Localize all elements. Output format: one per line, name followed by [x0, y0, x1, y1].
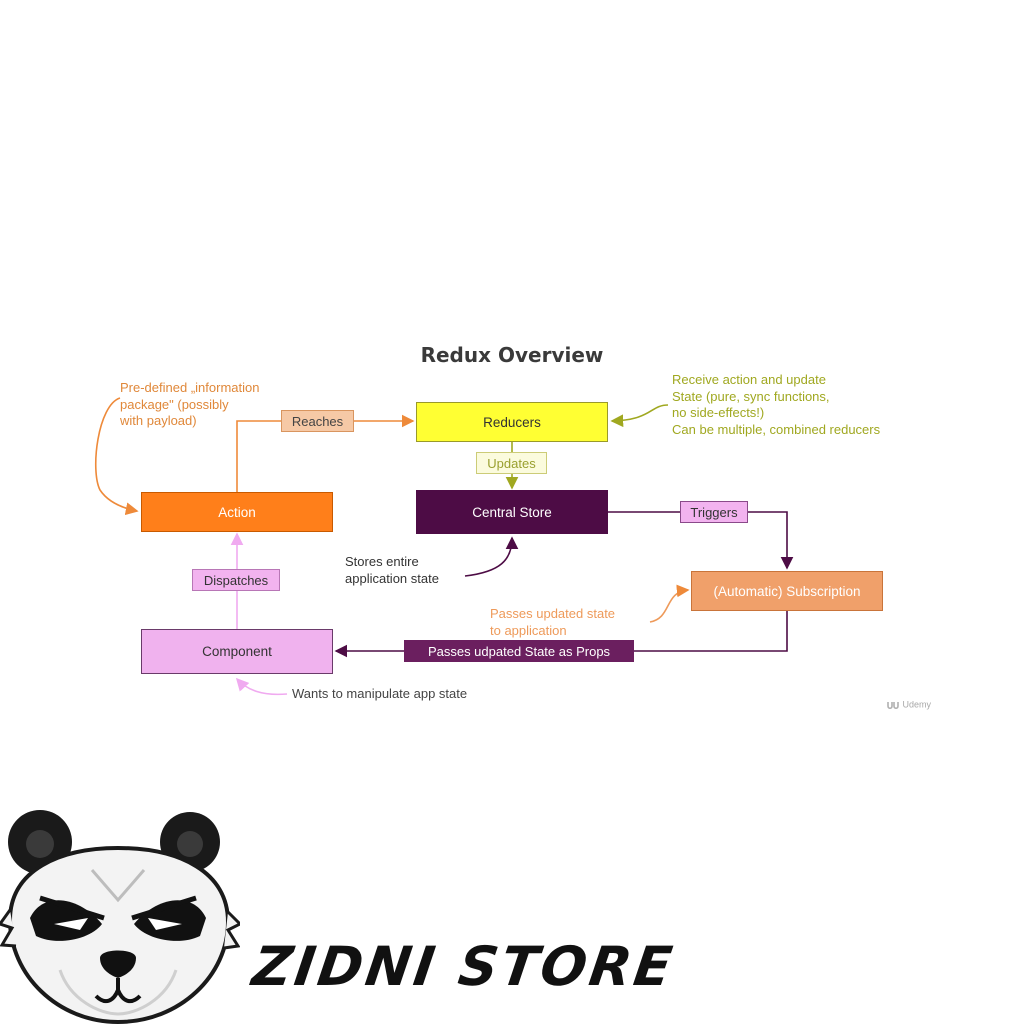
central-store-node: Central Store	[416, 490, 608, 534]
edge-action-to-reducers	[236, 414, 415, 492]
diagram-title: Redux Overview	[420, 343, 604, 367]
updates-label: Updates	[476, 452, 547, 474]
edge-store-to-subscription	[608, 511, 794, 570]
triggers-label: Triggers	[680, 501, 748, 523]
action-note: Pre-defined „information package" (possi…	[120, 380, 260, 428]
udemy-watermark: Udemy	[886, 699, 931, 711]
brand-name: ZIDNI STORE	[248, 935, 679, 998]
dispatches-label: Dispatches	[192, 569, 280, 591]
note-curve-reducers	[610, 404, 669, 428]
action-label: Action	[218, 504, 256, 520]
reaches-label: Reaches	[281, 410, 354, 432]
note-curve-component	[235, 677, 288, 696]
store-note: Stores entire application state	[345, 554, 439, 586]
passes-props-label: Passes udpated State as Props	[404, 640, 634, 662]
component-note: Wants to manipulate app state	[292, 686, 468, 701]
subscription-note: Passes updated state to application	[490, 606, 616, 638]
subscription-node: (Automatic) Subscription	[691, 571, 883, 611]
note-curve-store	[464, 536, 519, 577]
action-node: Action	[141, 492, 333, 532]
udemy-logo-icon	[887, 702, 899, 710]
reducers-label: Reducers	[483, 414, 541, 430]
component-node: Component	[141, 629, 333, 674]
reducers-node: Reducers	[416, 402, 608, 442]
central-store-label: Central Store	[472, 504, 552, 520]
subscription-label: (Automatic) Subscription	[713, 583, 861, 599]
component-label: Component	[202, 644, 272, 659]
panda-head-icon	[0, 810, 240, 1024]
note-curve-subscription	[649, 584, 690, 623]
note-curve-action	[94, 397, 139, 516]
reducers-note: Receive action and update State (pure, s…	[672, 372, 881, 437]
